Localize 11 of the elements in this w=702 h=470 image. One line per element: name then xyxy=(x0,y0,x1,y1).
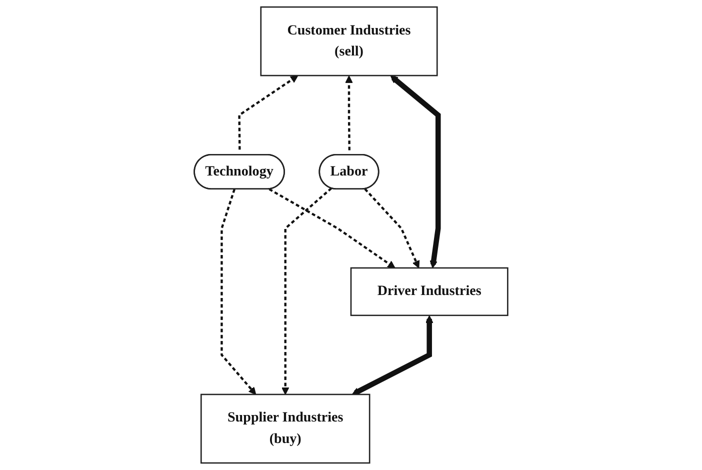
arrow xyxy=(268,188,396,268)
node-box: Driver Industries xyxy=(350,267,508,316)
arrow xyxy=(352,315,434,396)
node-box: Supplier Industries (buy) xyxy=(200,394,370,464)
arrow xyxy=(282,188,332,395)
arrow xyxy=(364,188,420,268)
arrow xyxy=(238,75,298,152)
arrow xyxy=(345,76,353,152)
node-box: Customer Industries (sell) xyxy=(260,6,438,76)
arrow xyxy=(220,188,256,395)
arrow xyxy=(390,75,441,268)
